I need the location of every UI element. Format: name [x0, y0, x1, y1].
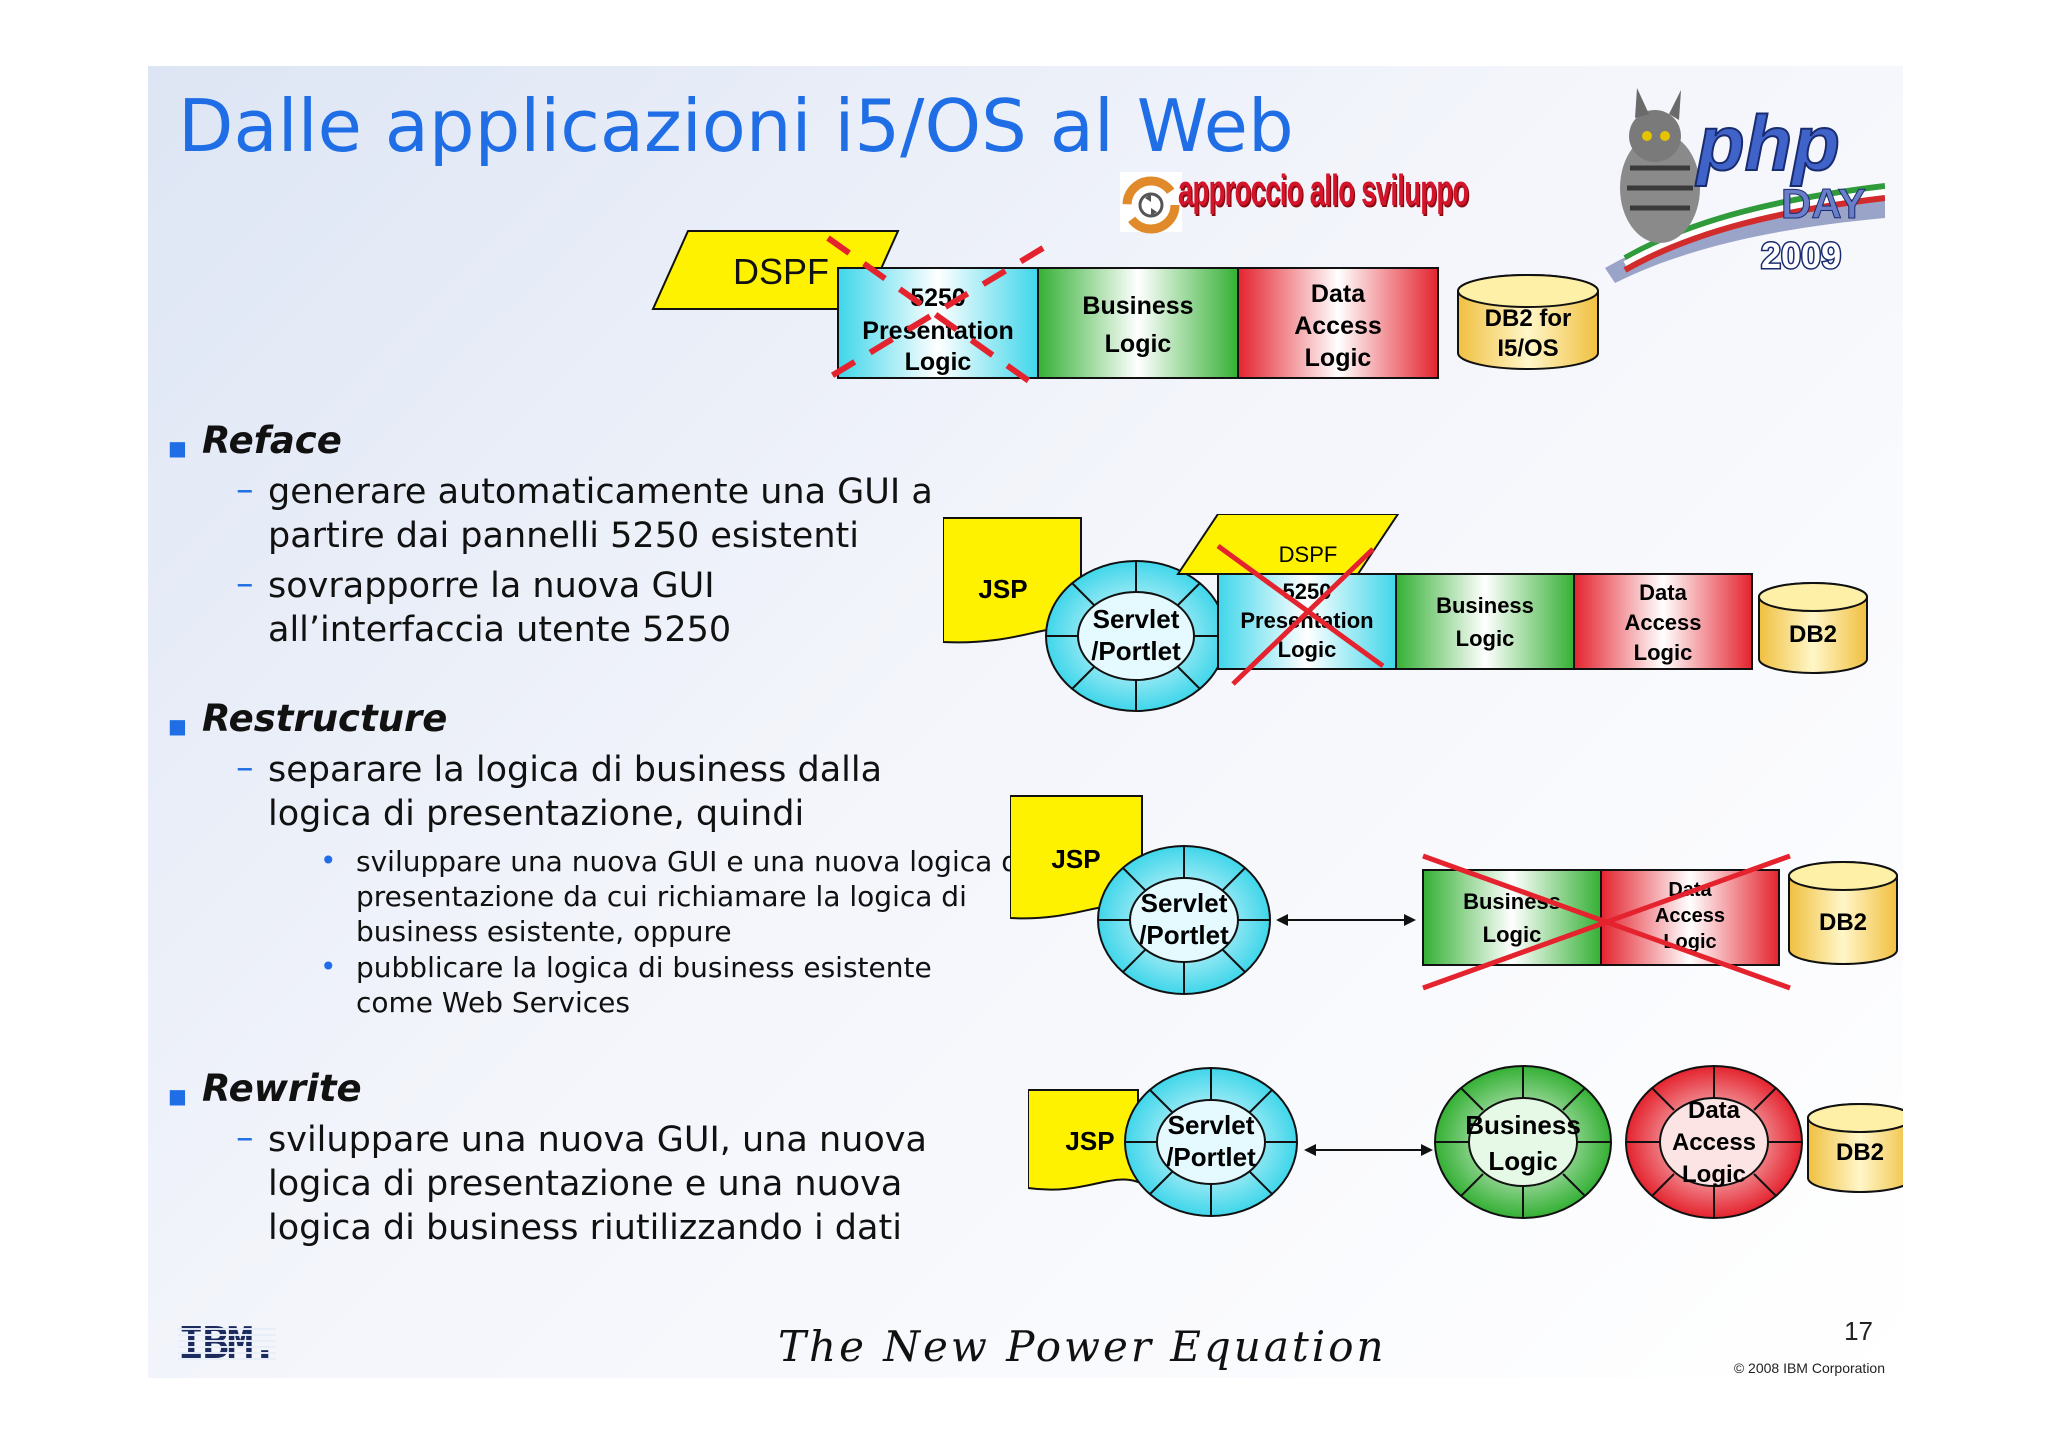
approach-tag: approccio allo sviluppo [1178, 166, 1469, 215]
dash-marker: – [236, 748, 254, 788]
db-line2: I5/OS [1497, 335, 1558, 362]
ibm-logo: IBM. [178, 1318, 278, 1369]
business-logic-box [1395, 573, 1575, 670]
reface-diagram: JSP Servlet /Portlet DSPF 5250 Presentat… [943, 514, 1868, 712]
crossout-line [1216, 543, 1385, 669]
pres-line3: Logic [905, 348, 972, 376]
dash-marker: – [236, 564, 254, 604]
reface-item-2: sovrapporre la nuova GUI all’interfaccia… [268, 566, 732, 650]
business-line2: Logic [1488, 1146, 1557, 1176]
section-heading-restructure: Restructure [202, 697, 448, 740]
jsp-label: JSP [1065, 1126, 1114, 1156]
servlet-portlet-ring [1097, 845, 1271, 995]
data-access-logic-ring [1625, 1065, 1803, 1219]
business-line2: Logic [1456, 626, 1515, 651]
servlet-line2: /Portlet [1139, 920, 1229, 950]
pres-line3: Logic [1278, 637, 1337, 662]
db-label: DB2 [1836, 1139, 1884, 1166]
servlet-portlet-ring [1045, 560, 1227, 712]
business-line1: Business [1465, 1110, 1581, 1140]
page-number: 17 [1844, 1316, 1873, 1346]
section-heading-reface: Reface [202, 419, 342, 462]
data-line3: Logic [1305, 344, 1372, 372]
data-access-logic-box [1237, 267, 1439, 379]
restructure-diagram: JSP Servlet /Portlet Business Logic Data… [1010, 795, 1898, 995]
footer-tagline: The New Power Equation [778, 1322, 1387, 1371]
db-label: DB2 [1789, 621, 1837, 648]
refresh-icon [1120, 172, 1182, 234]
servlet-line1: Servlet [1141, 888, 1228, 918]
data-line3: Logic [1682, 1161, 1746, 1188]
logo-day: DAY [1781, 180, 1866, 227]
restructure-subitem-1: sviluppare una nuova GUI e una nuova log… [356, 845, 1027, 948]
dot-marker: • [320, 844, 337, 877]
rewrite-item-1: sviluppare una nuova GUI, una nuova logi… [268, 1120, 927, 1248]
dspf-label: DSPF [1279, 542, 1338, 567]
data-line2: Access [1624, 610, 1701, 635]
business-line1: Business [1082, 292, 1193, 320]
jsp-label: JSP [978, 574, 1027, 604]
data-line2: Access [1672, 1129, 1756, 1156]
crossout-line [1422, 853, 1791, 991]
db-line1: DB2 for [1485, 305, 1572, 332]
slide: Dalle applicazioni i5/OS al Web approcci… [148, 66, 1903, 1378]
dot-marker: • [320, 950, 337, 983]
logo-php: php [1695, 99, 1840, 187]
crossout-line [1231, 547, 1375, 686]
top-architecture-diagram: DSPF 5250 Presentation Logic Business Lo… [651, 230, 1599, 394]
dspf-label: DSPF [733, 251, 829, 292]
business-logic-ring [1434, 1065, 1612, 1219]
presentation-logic-box [837, 267, 1039, 379]
dash-marker: – [236, 470, 254, 510]
servlet-line2: /Portlet [1091, 636, 1181, 666]
business-line2: Logic [1105, 330, 1172, 358]
data-line1: Data [1639, 580, 1687, 605]
data-line2: Access [1655, 905, 1725, 927]
data-line1: Data [1311, 280, 1366, 308]
business-line1: Business [1436, 593, 1534, 618]
rewrite-diagram: JSP Servlet /Portlet Business Logic Data… [1028, 1065, 1903, 1219]
data-access-logic-box [1600, 869, 1780, 966]
data-line3: Logic [1634, 640, 1693, 665]
bullet-marker: ■ [168, 714, 187, 738]
restructure-item-1: separare la logica di business dalla log… [268, 750, 883, 834]
reface-item-1: generare automaticamente una GUI a parti… [268, 472, 933, 556]
data-access-logic-box [1573, 573, 1753, 670]
data-line2: Access [1294, 312, 1382, 340]
restructure-subitem-2: pubblicare la logica di business esisten… [356, 951, 932, 1019]
business-logic-box [1037, 267, 1239, 379]
copyright: © 2008 IBM Corporation [1733, 1360, 1885, 1376]
servlet-line1: Servlet [1093, 604, 1180, 634]
servlet-line2: /Portlet [1166, 1142, 1256, 1172]
business-logic-box [1422, 869, 1602, 966]
logo-year: 2009 [1761, 235, 1841, 276]
slide-title: Dalle applicazioni i5/OS al Web [178, 84, 1294, 168]
servlet-line1: Servlet [1168, 1110, 1255, 1140]
phpday-logo: php DAY 2009 [1605, 88, 1885, 283]
business-line2: Logic [1483, 922, 1542, 947]
servlet-portlet-ring [1124, 1067, 1298, 1217]
bullet-marker: ■ [168, 1084, 187, 1108]
bullet-marker: ■ [168, 436, 187, 460]
db-label: DB2 [1819, 909, 1867, 936]
data-line1: Data [1688, 1097, 1741, 1124]
section-heading-rewrite: Rewrite [202, 1067, 362, 1110]
jsp-label: JSP [1051, 844, 1100, 874]
dash-marker: – [236, 1118, 254, 1158]
